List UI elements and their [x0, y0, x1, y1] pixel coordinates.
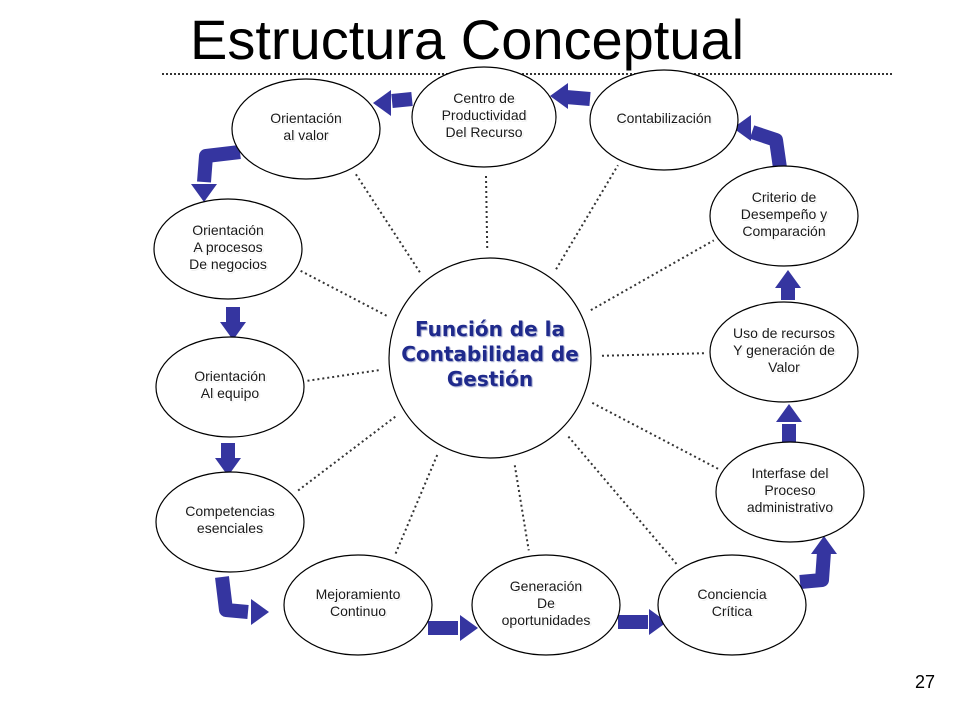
- node-label-line: Conciencia: [697, 586, 767, 602]
- node-ellipse-orientacion-valor: [231, 78, 381, 180]
- node-label-line: Continuo: [329, 603, 387, 619]
- flow-arrow-head: [251, 599, 269, 625]
- connector-line: [591, 401, 720, 471]
- connector-line: [484, 172, 489, 249]
- node-label-line: Y generación de: [733, 341, 835, 358]
- flow-arrow-head: [373, 90, 391, 116]
- connector-line: [307, 369, 379, 382]
- node-ellipse-conciencia-critica: [657, 554, 807, 656]
- flow-arrow-head: [550, 83, 568, 109]
- flow-arrow-head: [733, 115, 751, 141]
- flow-arrow-shaft: [749, 125, 787, 169]
- node-label-line: Desempeño y: [740, 205, 828, 222]
- node-label-line: al valor: [283, 127, 329, 143]
- node-ellipse-contabilizacion: [589, 69, 739, 171]
- connector-line: [513, 465, 530, 551]
- node-label-line: Criterio de: [751, 188, 817, 205]
- node-label-line: De: [537, 594, 555, 611]
- connector-line: [590, 239, 715, 312]
- flow-arrows: [191, 83, 837, 641]
- node-label-line: Orientación: [194, 368, 266, 384]
- connector-line: [567, 435, 679, 566]
- node-label-line: De negocios: [189, 255, 267, 272]
- node-ellipse-orientacion-procesos: [153, 198, 303, 300]
- node-label-contabilizacion: Contabilización: [589, 110, 739, 127]
- flow-arrow-head: [649, 609, 667, 635]
- node-ellipse-interfase-proceso: [715, 441, 865, 543]
- dotted-connectors: [295, 164, 720, 566]
- flow-arrow-shaft: [197, 145, 241, 183]
- node-label-line: Del Recurso: [445, 123, 523, 140]
- node-label-line: Orientación: [270, 110, 342, 126]
- node-ellipse-centro-productividad: [411, 66, 557, 168]
- flow-arrow-shaft: [215, 576, 249, 619]
- node-label-line: Centro de: [453, 89, 515, 106]
- node-ellipse-competencias-esenciales: [155, 471, 305, 573]
- center-ellipse: [388, 257, 592, 459]
- center-label-line: Contabilidad de: [401, 341, 579, 366]
- flow-arrow-shaft: [799, 551, 831, 589]
- flow-arrow-head: [191, 184, 217, 202]
- connector-line: [354, 172, 421, 273]
- node-label-line: Proceso: [764, 481, 816, 498]
- center-label-line: Función de la: [415, 316, 565, 341]
- connector-line: [393, 454, 439, 556]
- node-label-line: Mejoramiento: [315, 586, 401, 602]
- node-label-line: administrativo: [746, 498, 834, 515]
- node-label-line: Generación: [509, 577, 583, 594]
- node-label-line: Uso de recursos: [733, 324, 835, 341]
- connector-line: [295, 415, 396, 493]
- page-number: 27: [914, 672, 936, 692]
- node-ellipse-orientacion-equipo: [155, 336, 305, 438]
- node-label-line: Comparación: [742, 222, 826, 239]
- node-label-line: oportunidades: [501, 611, 591, 628]
- node-label-line: Valor: [768, 358, 800, 375]
- node-label-line: Interfase del: [751, 464, 829, 481]
- node-label-line: Orientación: [192, 221, 264, 238]
- node-label-line: A procesos: [193, 238, 263, 255]
- node-ellipse-mejoramiento-continuo: [283, 554, 433, 656]
- node-label-line: Competencias: [185, 503, 275, 519]
- flow-arrow-shaft: [391, 92, 413, 108]
- node-label-line: Al equipo: [200, 385, 260, 401]
- node-label-line: Productividad: [441, 106, 527, 123]
- connector-line: [601, 352, 707, 357]
- node-ellipse-criterio-desempeno: [709, 165, 859, 267]
- flow-arrow-head: [220, 322, 246, 340]
- flow-arrow-shaft: [565, 90, 591, 106]
- node-ellipses: [153, 66, 865, 656]
- flow-arrow-head: [460, 615, 478, 641]
- node-ellipse-generacion-oportunidades: [471, 554, 621, 656]
- center-label-line: Gestión: [446, 366, 534, 391]
- connector-line: [299, 269, 388, 317]
- node-label-line: Contabilización: [616, 109, 712, 126]
- slide-title: Estructura Conceptual: [190, 8, 745, 71]
- flow-arrow-head: [215, 458, 241, 476]
- flow-arrow-head: [776, 404, 802, 422]
- flow-arrow-head: [775, 270, 801, 288]
- node-label-line: esenciales: [196, 520, 264, 536]
- connector-line: [555, 164, 619, 270]
- flow-arrow-head: [811, 536, 837, 554]
- node-ellipse-uso-recursos: [709, 301, 859, 403]
- title-divider: [162, 73, 892, 75]
- node-label-line: Crítica: [711, 603, 753, 619]
